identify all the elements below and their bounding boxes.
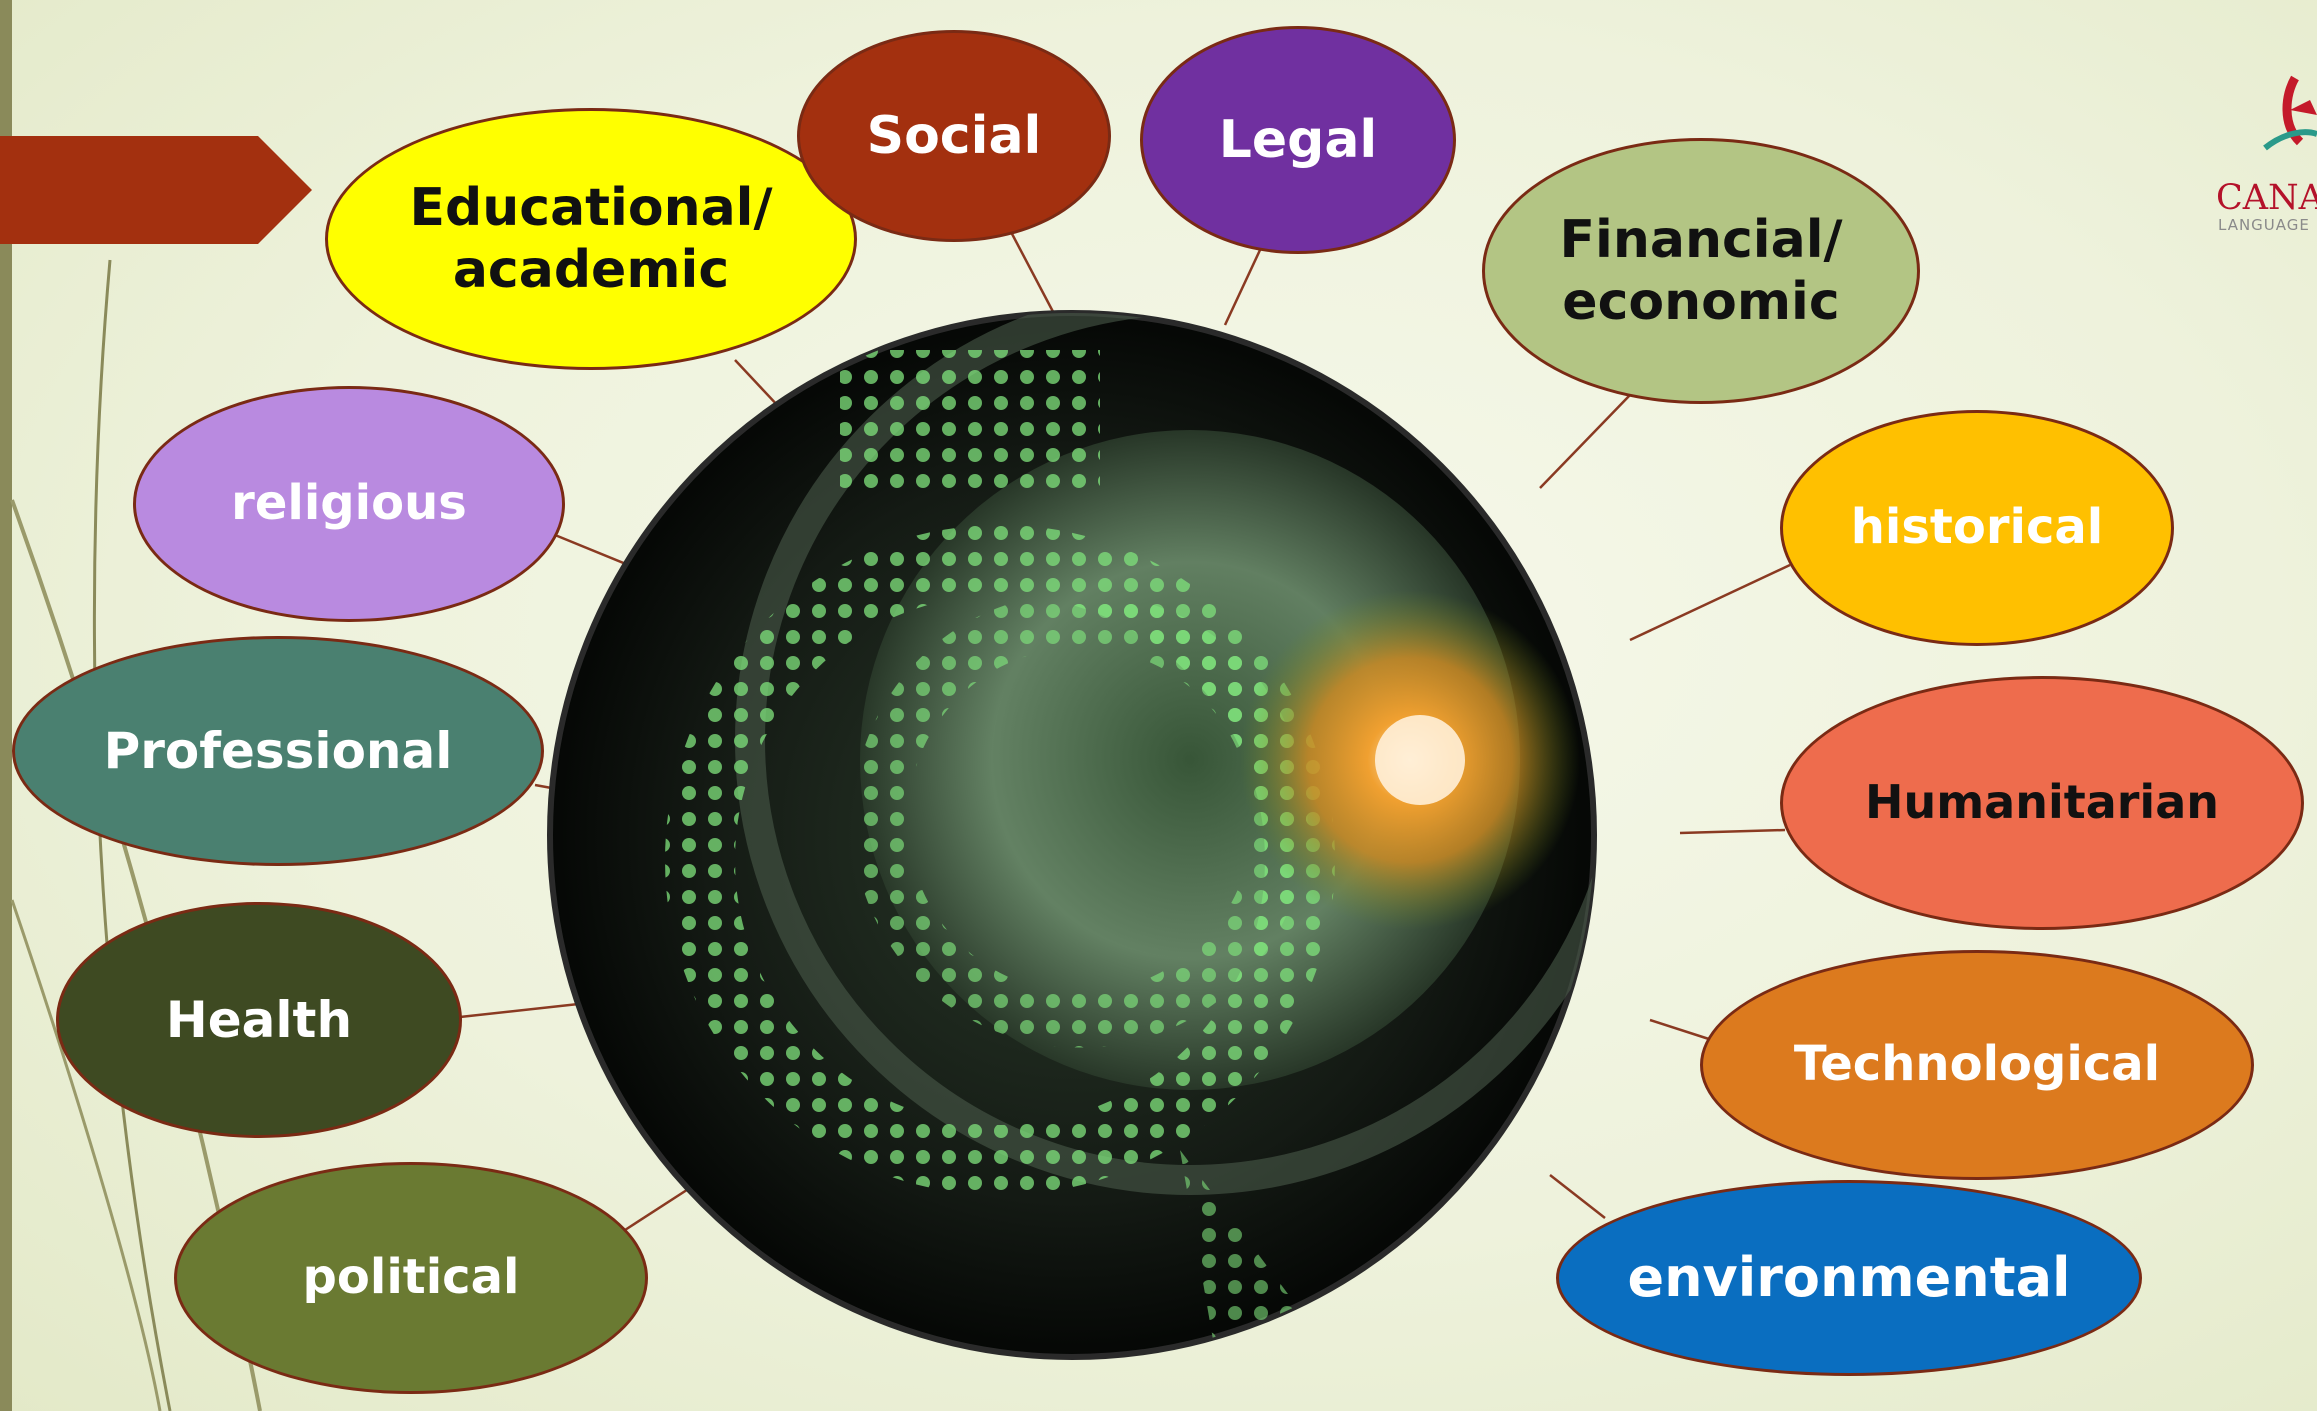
logo: CANAD LANGUAGE — [2170, 70, 2317, 230]
bubble-humanitarian-label: Humanitarian — [1864, 775, 2219, 830]
connector-social — [1008, 229, 1062, 326]
bubble-technological: Technological — [1700, 950, 2254, 1180]
bubble-financial-label: Financial/ economic — [1559, 209, 1843, 332]
bubble-historical: historical — [1780, 410, 2174, 646]
connector-humanitarian — [1679, 828, 1786, 835]
bubble-health: Health — [56, 902, 462, 1138]
title-arrow — [0, 136, 312, 244]
bubble-humanitarian: Humanitarian — [1780, 676, 2304, 930]
connector-historical — [1629, 563, 1791, 642]
maple-leaf-icon — [2263, 75, 2317, 151]
connector-environmental — [1549, 1174, 1606, 1219]
bubble-educational: Educational/ academic — [325, 108, 857, 370]
connector-legal — [1223, 249, 1262, 326]
bubble-political: political — [174, 1162, 648, 1394]
logo-subtext: LANGUAGE — [2218, 216, 2310, 230]
bubble-technological-label: Technological — [1793, 1036, 2161, 1093]
bubble-social: Social — [797, 30, 1111, 242]
bubble-educational-label: Educational/ academic — [409, 177, 773, 300]
title-arrow-shape — [0, 136, 312, 244]
bubble-professional-label: Professional — [103, 722, 453, 780]
left-accent-bar — [0, 0, 12, 1411]
bubble-health-label: Health — [165, 991, 353, 1049]
logo-text: CANAD — [2216, 178, 2317, 218]
bubble-religious-label: religious — [231, 475, 467, 532]
bubble-political-label: political — [302, 1249, 520, 1306]
bubble-legal-label: Legal — [1218, 109, 1378, 170]
connector-technological — [1649, 1018, 1713, 1042]
bubble-legal: Legal — [1140, 26, 1456, 254]
bubble-social-label: Social — [866, 105, 1042, 166]
connector-financial — [1539, 394, 1631, 489]
bubble-historical-label: historical — [1850, 499, 2104, 556]
bubble-professional: Professional — [12, 636, 544, 866]
bubble-financial: Financial/ economic — [1482, 138, 1920, 404]
bubble-environmental: environmental — [1556, 1180, 2142, 1376]
bubble-religious: religious — [133, 386, 565, 622]
bubble-environmental-label: environmental — [1627, 1245, 2071, 1309]
